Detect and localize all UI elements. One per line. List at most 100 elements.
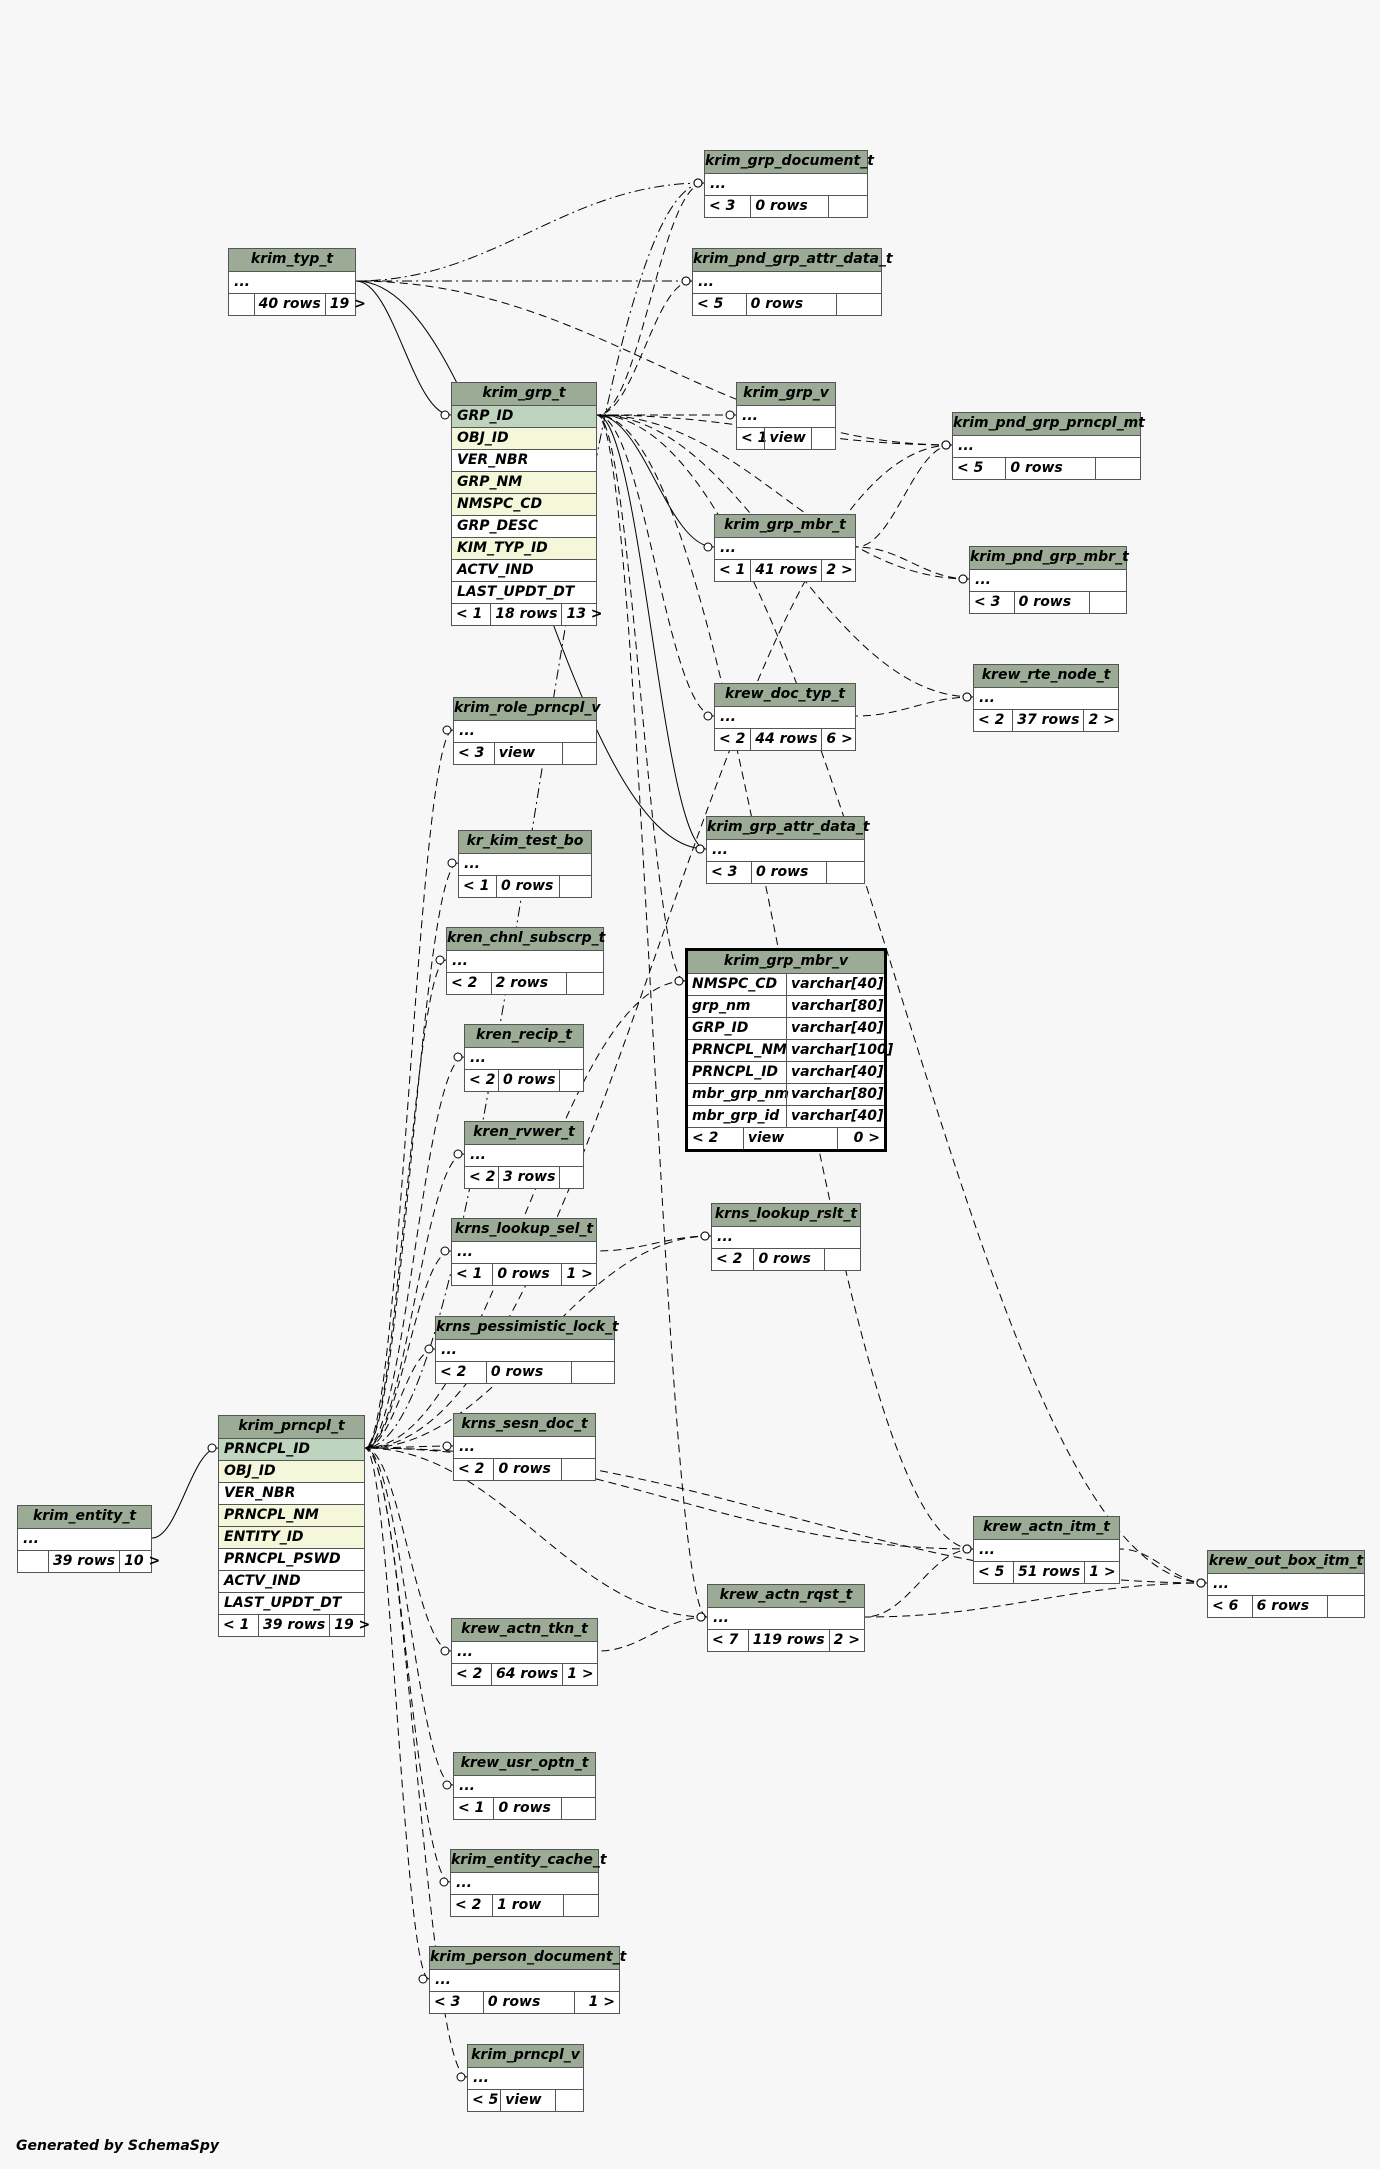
- parent-count[interactable]: < 5: [472, 2092, 499, 2108]
- parent-count[interactable]: < 3: [711, 864, 738, 880]
- row-count[interactable]: 37 rows: [1012, 710, 1083, 731]
- parent-count[interactable]: < 1: [741, 430, 768, 446]
- child-count[interactable]: [555, 2090, 583, 2111]
- table-title[interactable]: krim_grp_v: [737, 383, 835, 405]
- row-count[interactable]: 0 rows: [485, 1362, 571, 1383]
- row-count[interactable]: 3 rows: [498, 1167, 559, 1188]
- table-title[interactable]: krns_sesn_doc_t: [454, 1414, 595, 1436]
- table-title[interactable]: krim_grp_mbr_v: [688, 951, 884, 973]
- table-title[interactable]: krew_actn_rqst_t: [708, 1585, 864, 1607]
- child-count[interactable]: [828, 196, 867, 217]
- parent-count[interactable]: < 5: [697, 296, 724, 312]
- row-count[interactable]: 6 rows: [1251, 1596, 1327, 1617]
- parent-count[interactable]: [229, 294, 254, 315]
- row-count[interactable]: 64 rows: [491, 1664, 562, 1685]
- table-title[interactable]: krns_lookup_rslt_t: [712, 1204, 860, 1226]
- child-count[interactable]: 6 >: [821, 729, 855, 750]
- row-count[interactable]: 0 rows: [498, 1070, 559, 1091]
- table-title[interactable]: kren_recip_t: [465, 1025, 583, 1047]
- child-count[interactable]: [561, 743, 596, 764]
- child-count[interactable]: [561, 1459, 595, 1480]
- row-count[interactable]: view: [742, 1128, 837, 1149]
- child-count[interactable]: 1 >: [561, 1264, 596, 1285]
- table-title[interactable]: krew_out_box_itm_t: [1208, 1551, 1364, 1573]
- parent-count[interactable]: < 1: [223, 1617, 250, 1633]
- parent-count[interactable]: < 3: [709, 198, 736, 214]
- child-count[interactable]: 10 >: [119, 1551, 160, 1572]
- table-title[interactable]: krim_grp_document_t: [705, 151, 874, 173]
- row-count[interactable]: 41 rows: [750, 560, 821, 581]
- child-count[interactable]: [1326, 1596, 1364, 1617]
- row-count[interactable]: 0 rows: [492, 1264, 561, 1285]
- table-title[interactable]: kren_chnl_subscrp_t: [447, 928, 605, 950]
- table-title[interactable]: kren_rvwer_t: [465, 1122, 583, 1144]
- parent-count[interactable]: < 2: [692, 1130, 719, 1146]
- row-count[interactable]: 0 rows: [753, 1249, 824, 1270]
- parent-count[interactable]: < 2: [719, 731, 746, 747]
- child-count[interactable]: [559, 1167, 583, 1188]
- table-title[interactable]: krns_lookup_sel_t: [452, 1219, 596, 1241]
- parent-count[interactable]: < 3: [434, 1994, 461, 2010]
- row-count[interactable]: 119 rows: [747, 1630, 829, 1651]
- table-title[interactable]: krns_pessimistic_lock_t: [436, 1317, 619, 1339]
- child-count[interactable]: [1088, 592, 1126, 613]
- parent-count[interactable]: < 1: [458, 1800, 485, 1816]
- parent-count[interactable]: < 1: [463, 878, 490, 894]
- table-title[interactable]: krim_pnd_grp_mbr_t: [970, 547, 1129, 569]
- row-count[interactable]: 44 rows: [750, 729, 821, 750]
- table-title[interactable]: kr_kim_test_bo: [459, 831, 591, 853]
- child-count[interactable]: [824, 1249, 860, 1270]
- table-title[interactable]: krim_role_prncpl_v: [454, 698, 601, 720]
- row-count[interactable]: 0 rows: [482, 1992, 574, 2013]
- parent-count[interactable]: < 1: [456, 1266, 483, 1282]
- table-title[interactable]: krim_grp_attr_data_t: [707, 817, 870, 839]
- table-title[interactable]: krim_prncpl_t: [219, 1416, 364, 1438]
- table-title[interactable]: krew_actn_itm_t: [974, 1517, 1119, 1539]
- child-count[interactable]: [562, 1895, 598, 1916]
- row-count[interactable]: 0 rows: [750, 196, 828, 217]
- parent-count[interactable]: < 2: [451, 975, 478, 991]
- child-count[interactable]: 0 >: [836, 1128, 884, 1149]
- table-title[interactable]: krew_doc_typ_t: [715, 684, 855, 706]
- child-count[interactable]: [559, 1070, 583, 1091]
- child-count[interactable]: [559, 876, 591, 897]
- row-count[interactable]: 39 rows: [258, 1615, 329, 1636]
- parent-count[interactable]: < 6: [1212, 1598, 1239, 1614]
- table-title[interactable]: krim_entity_cache_t: [451, 1850, 607, 1872]
- parent-count[interactable]: < 5: [957, 460, 984, 476]
- row-count[interactable]: 0 rows: [745, 294, 836, 315]
- table-title[interactable]: krim_person_document_t: [430, 1947, 626, 1969]
- row-count[interactable]: 0 rows: [493, 1798, 561, 1819]
- row-count[interactable]: 1 row: [492, 1895, 563, 1916]
- row-count[interactable]: view: [764, 428, 811, 449]
- row-count[interactable]: 40 rows: [253, 294, 325, 315]
- child-count[interactable]: 19 >: [329, 1615, 370, 1636]
- child-count[interactable]: [835, 294, 881, 315]
- table-title[interactable]: krew_actn_tkn_t: [452, 1619, 597, 1641]
- row-count[interactable]: view: [500, 2090, 555, 2111]
- child-count[interactable]: 2 >: [828, 1630, 864, 1651]
- row-count[interactable]: 0 rows: [1005, 458, 1095, 479]
- row-count[interactable]: 0 rows: [1013, 592, 1089, 613]
